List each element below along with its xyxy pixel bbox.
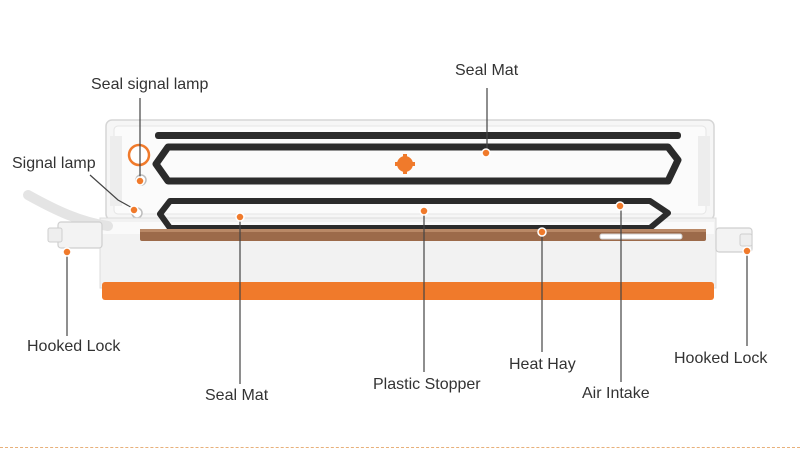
hooked-lock-left — [47, 221, 103, 249]
label-hooked-lock-left: Hooked Lock — [27, 338, 121, 355]
label-seal-mat-top: Seal Mat — [455, 62, 519, 79]
valve-icon — [395, 154, 415, 174]
dot-hooked-lock-right — [742, 246, 752, 256]
power-cable — [23, 190, 113, 231]
dot-plastic-stopper — [419, 206, 429, 216]
label-hooked-lock-right: Hooked Lock — [674, 350, 768, 367]
dot-hooked-lock-left — [62, 247, 72, 257]
dot-heat-hay — [537, 227, 547, 237]
leader-signal-lamp — [89, 174, 137, 211]
leader-lines — [66, 88, 748, 384]
bottom-divider — [0, 447, 800, 448]
seal-signal-lamp-ring — [127, 143, 151, 167]
label-seal-signal-lamp: Seal signal lamp — [91, 76, 209, 93]
label-seal-mat-bottom: Seal Mat — [205, 387, 269, 404]
air-intake-slot — [599, 233, 683, 240]
dot-air-intake — [615, 201, 625, 211]
sealer-base — [99, 198, 717, 300]
orange-base-stripe — [102, 282, 714, 300]
dot-seal-signal-lamp — [135, 176, 145, 186]
label-air-intake: Air Intake — [582, 385, 650, 402]
label-plastic-stopper: Plastic Stopper — [373, 376, 481, 393]
hooked-lock-right — [715, 227, 753, 253]
callout-dots — [62, 148, 752, 257]
dot-seal-mat-top — [481, 148, 491, 158]
lower-seal-mat — [157, 198, 671, 231]
sealer-lid — [105, 119, 715, 221]
label-heat-hay: Heat Hay — [509, 356, 576, 373]
top-gasket-strip — [155, 132, 681, 139]
dot-signal-lamp — [129, 205, 139, 215]
dot-seal-mat-bottom — [235, 212, 245, 222]
upper-seal-mat — [152, 143, 682, 185]
label-signal-lamp: Signal lamp — [12, 155, 96, 172]
